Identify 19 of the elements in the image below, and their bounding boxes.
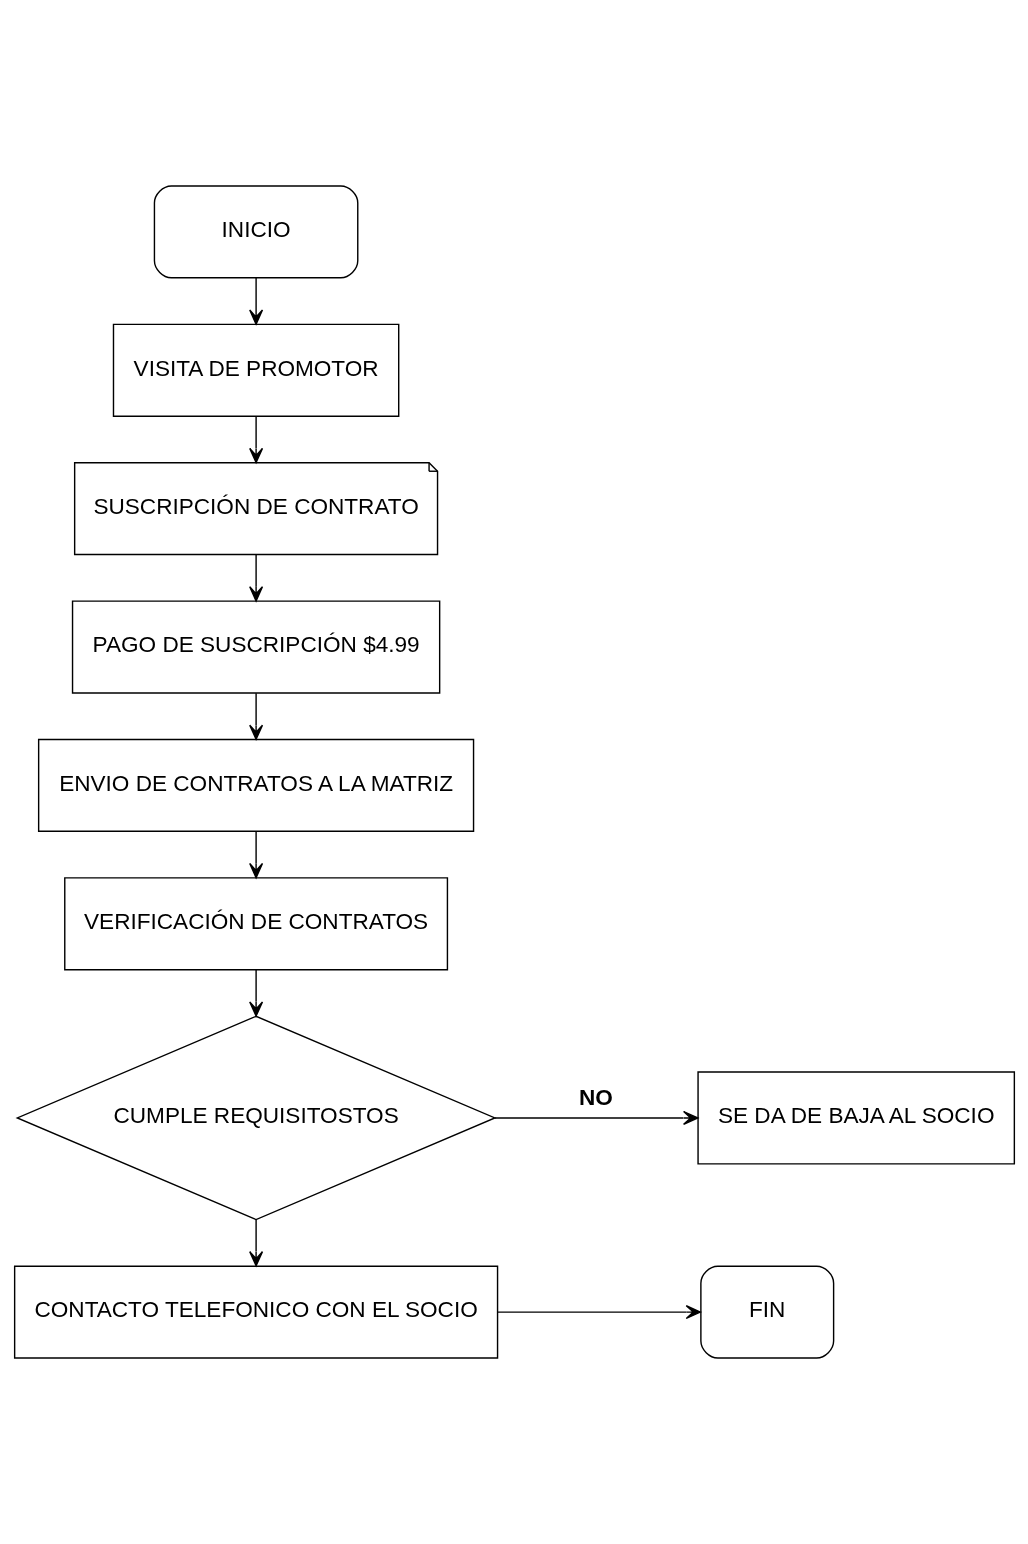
node-box: PAGO DE SUSCRIPCIÓN $4.99 xyxy=(71,600,440,694)
node-diamond: CUMPLE REQUISITOSTOS xyxy=(15,1015,497,1221)
node-box: SE DA DE BAJA AL SOCIO xyxy=(696,1071,1015,1165)
arrow xyxy=(493,1110,698,1125)
arrow xyxy=(248,277,263,325)
node-box: VISITA DE PROMOTOR xyxy=(112,323,399,417)
arrow xyxy=(248,830,263,879)
node-box: CONTACTO TELEFONICO CON EL SOCIO xyxy=(13,1265,498,1359)
arrow xyxy=(248,692,263,740)
arrow xyxy=(248,415,263,464)
node-box: VERIFICACIÓN DE CONTRATOS xyxy=(63,877,448,971)
edge-label: NO xyxy=(578,1084,613,1110)
arrow xyxy=(248,1219,263,1267)
node-box: ENVIO DE CONTRATOS A LA MATRIZ xyxy=(37,738,474,832)
node-box: FIN xyxy=(699,1265,834,1359)
arrow xyxy=(248,969,263,1017)
arrow xyxy=(496,1305,701,1320)
node-box: INICIO xyxy=(153,185,358,279)
arrow xyxy=(248,554,263,602)
